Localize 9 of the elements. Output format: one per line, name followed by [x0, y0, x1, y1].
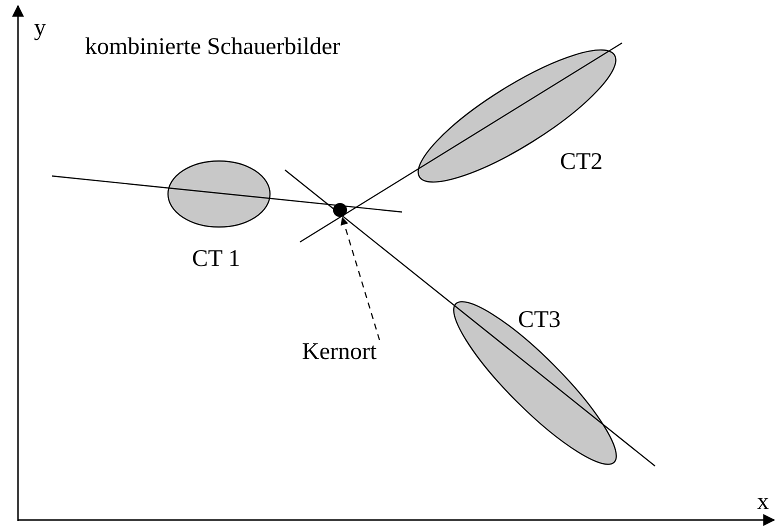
core-position-dot — [333, 203, 347, 217]
leader-arrow — [340, 216, 380, 340]
axis-label: x — [757, 488, 769, 516]
telescope-label: CT3 — [518, 306, 561, 334]
diagram-title: kombinierte Schauerbilder — [85, 33, 340, 61]
telescope-label: CT2 — [560, 148, 603, 176]
axis-label: y — [34, 14, 46, 42]
core-position-label: Kernort — [302, 338, 377, 366]
telescope-label: CT 1 — [192, 245, 240, 273]
